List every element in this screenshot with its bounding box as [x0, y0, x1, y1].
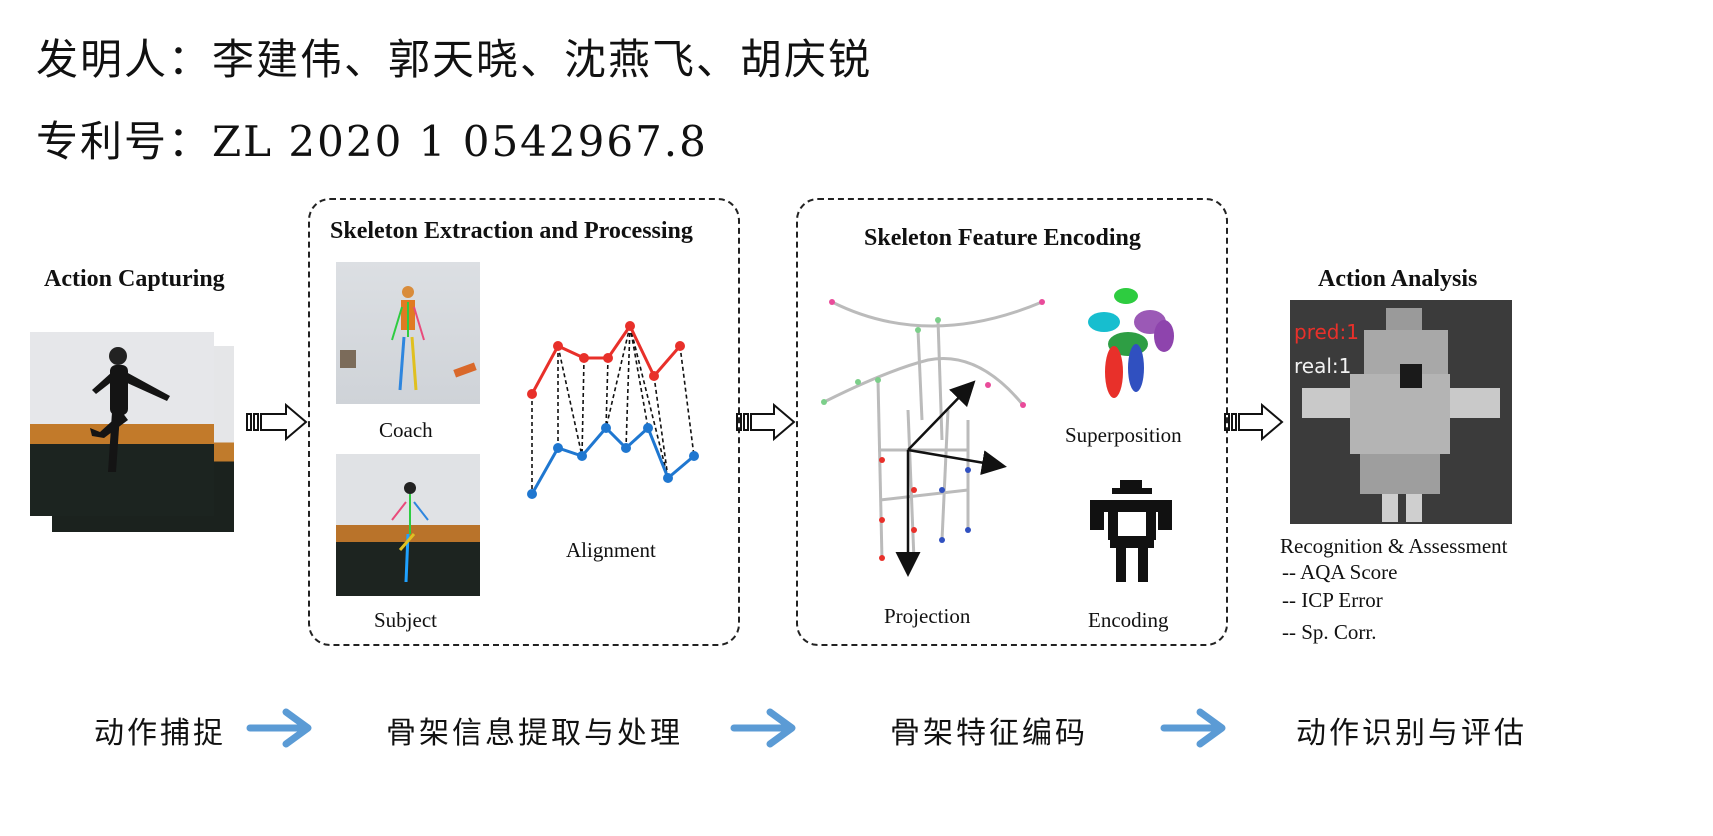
real-label: real:1 — [1294, 354, 1352, 378]
flow-step-capture: 动作捕捉 — [94, 716, 226, 751]
subject-photo — [336, 454, 480, 596]
extraction-panel — [308, 198, 740, 646]
coach-label: Coach — [379, 418, 433, 442]
flow-step-encoding: 骨架特征编码 — [890, 716, 1088, 751]
coach-skeleton-figure — [340, 286, 477, 391]
inventors-line: 发明人：李建伟、郭天晓、沈燕飞、胡庆锐 — [36, 35, 873, 84]
flow-step-extraction: 骨架信息提取与处理 — [386, 716, 683, 751]
hollow-arrow-1 — [246, 402, 308, 442]
encoding-label: Encoding — [1088, 608, 1169, 632]
alignment-chart — [527, 321, 699, 499]
alignment-label: Alignment — [566, 538, 656, 562]
subject-skeleton-figure — [391, 482, 429, 583]
stage-title-extraction: Skeleton Extraction and Processing — [330, 218, 693, 244]
person-silhouette — [90, 347, 170, 472]
encoding-panel — [796, 198, 1228, 646]
stage-title-analysis: Action Analysis — [1318, 266, 1478, 292]
flow-arrow-2 — [730, 708, 796, 748]
flow-step-analysis: 动作识别与评估 — [1296, 716, 1527, 751]
projection-label: Projection — [884, 604, 971, 628]
pred-label: pred:1 — [1294, 320, 1359, 344]
binary-encoding-figure — [1090, 480, 1172, 582]
hollow-arrow-2 — [736, 402, 796, 442]
metric-icp: -- ICP Error — [1282, 588, 1383, 612]
stage-title-capture: Action Capturing — [44, 266, 225, 292]
superposition-figure — [1088, 288, 1174, 398]
stage-title-encoding: Skeleton Feature Encoding — [864, 225, 1141, 251]
hollow-arrow-3 — [1224, 402, 1284, 442]
projection-diagram — [821, 299, 1045, 577]
metric-aqa: -- AQA Score — [1282, 560, 1398, 584]
superposition-label: Superposition — [1065, 423, 1182, 447]
flow-arrow-1 — [246, 708, 312, 748]
coach-photo — [336, 262, 480, 404]
flow-arrow-3 — [1160, 708, 1226, 748]
heatmap-figure — [1302, 308, 1500, 522]
capture-photo — [30, 332, 214, 516]
analysis-heatmap: pred:1 real:1 — [1290, 300, 1512, 524]
patent-number: 专利号：ZL 2020 1 0542967.8 — [36, 117, 708, 166]
recognition-label: Recognition & Assessment — [1280, 534, 1508, 558]
subject-label: Subject — [374, 608, 437, 632]
metric-spcorr: -- Sp. Corr. — [1282, 620, 1377, 644]
